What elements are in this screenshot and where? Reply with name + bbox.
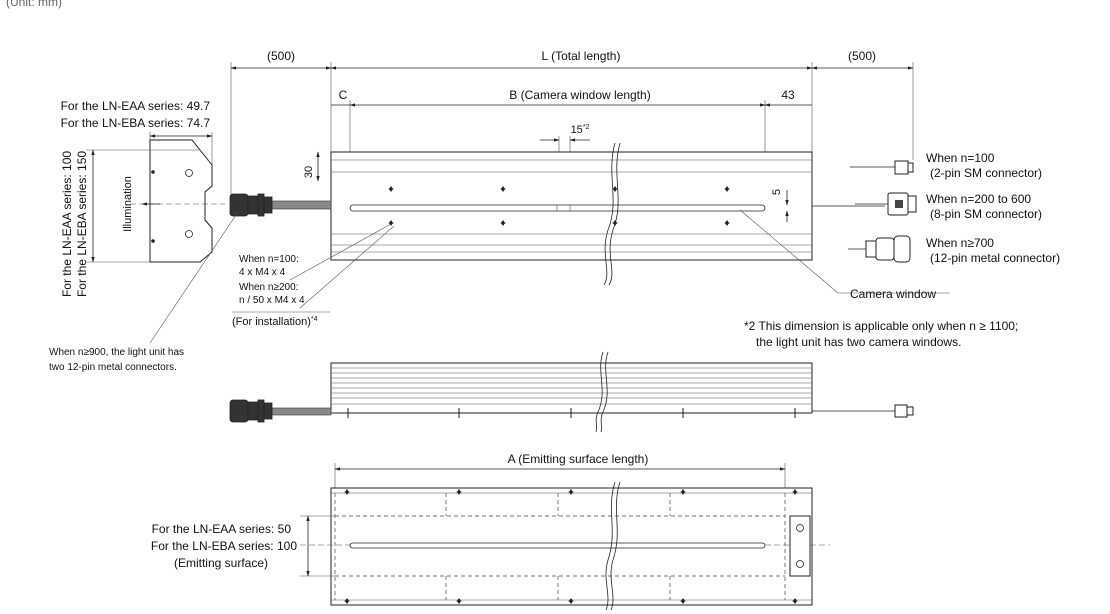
conn-n100-type: (2-pin SM connector) <box>930 166 1042 180</box>
n900-line2: two 12-pin metal connectors. <box>49 362 177 373</box>
dim-30: 30 <box>303 166 315 178</box>
n900-note: When n≥900, the light unit has two 12-pi… <box>49 211 239 373</box>
break-line <box>603 142 616 286</box>
dim-camera-window-length: B (Camera window length) <box>509 88 650 102</box>
note2-line1: *2 This dimension is applicable only whe… <box>744 319 1018 333</box>
top-view: (500) L (Total length) (500) C B (Camera… <box>229 49 914 286</box>
n900-line1: When n≥900, the light unit has <box>49 347 184 358</box>
footnote-2: *2 This dimension is applicable only whe… <box>744 319 1018 349</box>
conn-n200-title: When n=200 to 600 <box>926 192 1031 206</box>
camera-window-callout: Camera window <box>739 209 950 301</box>
emit-surface: (Emitting surface) <box>174 556 268 570</box>
bottom-view: A (Emitting surface length) <box>151 452 830 611</box>
side-view <box>229 351 914 433</box>
dim-43: 43 <box>781 88 795 102</box>
12pin-metal-connector <box>865 240 877 258</box>
conn-n700-type: (12-pin metal connector) <box>930 251 1060 265</box>
illumination-side-view: For the LN-EAA series: 49.7 For the LN-E… <box>60 99 225 297</box>
illum-eaa-height: For the LN-EAA series: 100 <box>60 151 74 297</box>
illum-eba-height: For the LN-EBA series: 150 <box>75 151 89 297</box>
dim-emitting-length: A (Emitting surface length) <box>508 452 649 466</box>
emit-eaa: For the LN-EAA series: 50 <box>152 522 292 536</box>
conn-n700-title: When n≥700 <box>926 236 994 250</box>
for-installation-note: (For installation)*4 <box>232 316 318 328</box>
conn-n100-title: When n=100 <box>926 151 995 165</box>
mount-n100-title: When n=100: <box>239 254 299 265</box>
unit-note: (Unit: mm) <box>6 0 62 9</box>
dim-left-500: (500) <box>267 49 295 63</box>
camera-window-slot <box>349 204 766 212</box>
dim-total-length: L (Total length) <box>542 49 621 63</box>
dim-c: C <box>339 88 348 102</box>
illum-eaa-width: For the LN-EAA series: 49.7 <box>61 99 211 113</box>
mount-n100-value: 4 x M4 x 4 <box>239 267 286 278</box>
conn-n200-type: (8-pin SM connector) <box>930 207 1042 221</box>
left-metal-connector <box>229 193 273 217</box>
dim-5: 5 <box>771 189 783 195</box>
illumination-label: Illumination <box>122 176 134 232</box>
dim-right-500: (500) <box>848 49 876 63</box>
note2-line2: the light unit has two camera windows. <box>756 335 961 349</box>
emit-eba: For the LN-EBA series: 100 <box>151 539 297 553</box>
mounting-notes: When n=100: 4 x M4 x 4 When n≥200: n / 5… <box>232 223 395 328</box>
connector-variants: When n=100 (2-pin SM connector) When n=2… <box>848 151 1060 265</box>
camera-window-label: Camera window <box>850 287 936 301</box>
dim-15: 15*2 <box>571 124 590 136</box>
left-cable <box>271 200 332 210</box>
2pin-sm-connector <box>894 160 909 175</box>
mount-n200-title: When n≥200: <box>239 282 298 293</box>
mount-n200-value: n / 50 x M4 x 4 <box>239 295 305 306</box>
illumination-profile <box>149 139 213 263</box>
illum-eba-width: For the LN-EBA series: 74.7 <box>61 116 211 130</box>
